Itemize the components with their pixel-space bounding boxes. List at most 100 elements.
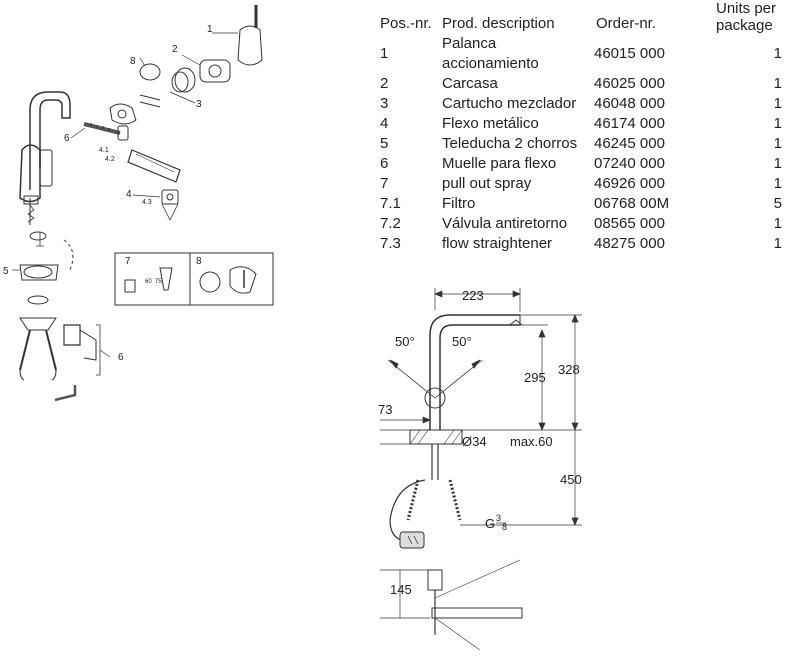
row-pos: 2 <box>380 75 389 92</box>
row-units: 1 <box>773 75 782 92</box>
callout-4-3: 4.3 <box>142 199 152 206</box>
exploded-view: 1 2 3 4 4.1 4.2 4.3 5 6 6 7 8 8 60 75 <box>0 0 380 420</box>
table-row: 5 Teleducha 2 chorros 46245 000 1 <box>380 134 782 154</box>
mounting-parts-drawing <box>19 231 77 402</box>
row-description: flow straightener <box>442 235 553 252</box>
row-units: 1 <box>773 215 782 232</box>
row-order: 46025 000 <box>594 75 665 92</box>
row-pos: 7.2 <box>380 215 401 232</box>
callout-4-2: 4.2 <box>105 156 115 163</box>
inset-number-60: 60 <box>145 279 152 285</box>
row-order: 08565 000 <box>594 215 665 232</box>
row-order: 46015 000 <box>594 45 665 62</box>
hose-drawing <box>389 444 462 549</box>
row-description: Válvula antiretorno <box>442 215 568 232</box>
header-units-line1: Units per <box>716 0 777 17</box>
deck-section <box>380 429 463 445</box>
table-row: 2 Carcasa 46025 000 1 <box>380 74 782 94</box>
cartridge-parts-drawing <box>109 5 263 125</box>
row-order: 46048 000 <box>594 95 665 112</box>
table-row: 7.1 Filtro 06768 00M 5 <box>380 194 782 214</box>
header-units-line2: package <box>716 17 773 34</box>
part-6-bracket-drawing <box>63 324 101 376</box>
row-pos: 7 <box>380 175 389 192</box>
dimension-drawing-svg: 223 50° 50° 295 328 73 Ø34 max.60 450 G … <box>378 288 582 651</box>
row-description: Muelle para flexo <box>442 155 557 172</box>
header-units: Units per package <box>716 0 782 34</box>
row-description: Carcasa <box>442 75 498 92</box>
row-order: 48275 000 <box>594 235 665 252</box>
exploded-view-svg: 1 2 3 4 4.1 4.2 4.3 5 6 6 7 8 8 60 75 <box>3 5 274 402</box>
callout-labels: 1 2 3 4 4.1 4.2 4.3 5 6 6 7 8 8 60 75 <box>3 24 213 363</box>
header-pos: Pos.-nr. <box>380 15 432 32</box>
table-row: 7.2 Válvula antiretorno 08565 000 1 <box>380 214 782 234</box>
dim-hole-diameter: Ø34 <box>462 434 487 449</box>
callout-4: 4 <box>126 189 132 200</box>
row-units: 1 <box>773 115 782 132</box>
row-description-line1: Palanca <box>442 35 497 52</box>
row-description: Palanca accionamiento <box>442 34 594 74</box>
parts-table-header: Pos.-nr. Prod. description Order-nr. Uni… <box>380 0 782 34</box>
dim-thread-denominator: 8 <box>502 522 507 532</box>
row-units: 1 <box>773 235 782 252</box>
callout-1: 1 <box>207 24 213 35</box>
dim-thread-letter: G <box>485 516 495 531</box>
tools-inset <box>114 252 274 306</box>
dim-top-view: 145 <box>390 582 412 597</box>
table-row: 4 Flexo metálico 46174 000 1 <box>380 114 782 134</box>
dim-below-deck: 450 <box>560 472 582 487</box>
row-pos: 3 <box>380 95 389 112</box>
swivel-angle-lines <box>387 359 483 399</box>
table-row: 6 Muelle para flexo 07240 000 1 <box>380 154 782 174</box>
row-description: Flexo metálico <box>442 115 539 132</box>
dim-max-deck: max.60 <box>510 434 553 449</box>
row-units: 1 <box>773 95 782 112</box>
row-units: 1 <box>773 155 782 172</box>
row-order: 46926 000 <box>594 175 665 192</box>
row-description-line2: accionamiento <box>442 55 539 72</box>
row-pos: 4 <box>380 115 389 132</box>
inset-callout-8: 8 <box>196 256 202 267</box>
row-units: 1 <box>773 175 782 192</box>
row-pos: 1 <box>380 45 389 62</box>
dim-base-offset: 73 <box>378 402 392 417</box>
row-pos: 7.1 <box>380 195 401 212</box>
row-order: 46245 000 <box>594 135 665 152</box>
dim-swivel-right: 50° <box>452 334 472 349</box>
row-order: 46174 000 <box>594 115 665 132</box>
table-row: 7 pull out spray 46926 000 1 <box>380 174 782 194</box>
callout-6-bottom: 6 <box>118 352 124 363</box>
parts-table: Pos.-nr. Prod. description Order-nr. Uni… <box>380 0 782 254</box>
header-order: Order-nr. <box>596 15 657 32</box>
faucet-body-drawing <box>19 91 71 225</box>
row-order: 06768 00M <box>594 195 670 212</box>
row-description: Filtro <box>442 195 476 212</box>
pull-out-hose-drawing <box>83 122 181 183</box>
callout-leader-lines <box>12 32 238 358</box>
callout-4-1: 4.1 <box>99 147 109 154</box>
dimension-drawing: 223 50° 50° 295 328 73 Ø34 max.60 450 G … <box>370 280 600 667</box>
dimension-labels: 223 50° 50° 295 328 73 Ø34 max.60 450 G … <box>378 288 582 597</box>
callout-3: 3 <box>196 99 202 110</box>
dim-overall-height: 328 <box>558 362 580 377</box>
top-view-drawing <box>427 559 523 651</box>
row-description: Teleducha 2 chorros <box>442 135 578 152</box>
row-pos: 6 <box>380 155 389 172</box>
parts-list: Pos.-nr. Prod. description Order-nr. Uni… <box>380 0 786 265</box>
dim-thread-numerator: 3 <box>496 513 501 523</box>
inset-number-75: 75 <box>155 279 162 285</box>
row-description: pull out spray <box>442 175 532 192</box>
row-pos: 5 <box>380 135 389 152</box>
row-description: Cartucho mezclador <box>442 95 577 112</box>
row-units: 1 <box>773 135 782 152</box>
row-order: 07240 000 <box>594 155 665 172</box>
table-row: 3 Cartucho mezclador 46048 000 1 <box>380 94 782 114</box>
dim-spout-reach: 223 <box>462 288 484 303</box>
callout-6-top: 6 <box>64 133 70 144</box>
dim-swivel-left: 50° <box>395 334 415 349</box>
inset-callout-7: 7 <box>125 256 131 267</box>
part-4-drawing <box>161 189 179 221</box>
callout-8: 8 <box>130 56 136 67</box>
row-pos: 7.3 <box>380 235 401 252</box>
